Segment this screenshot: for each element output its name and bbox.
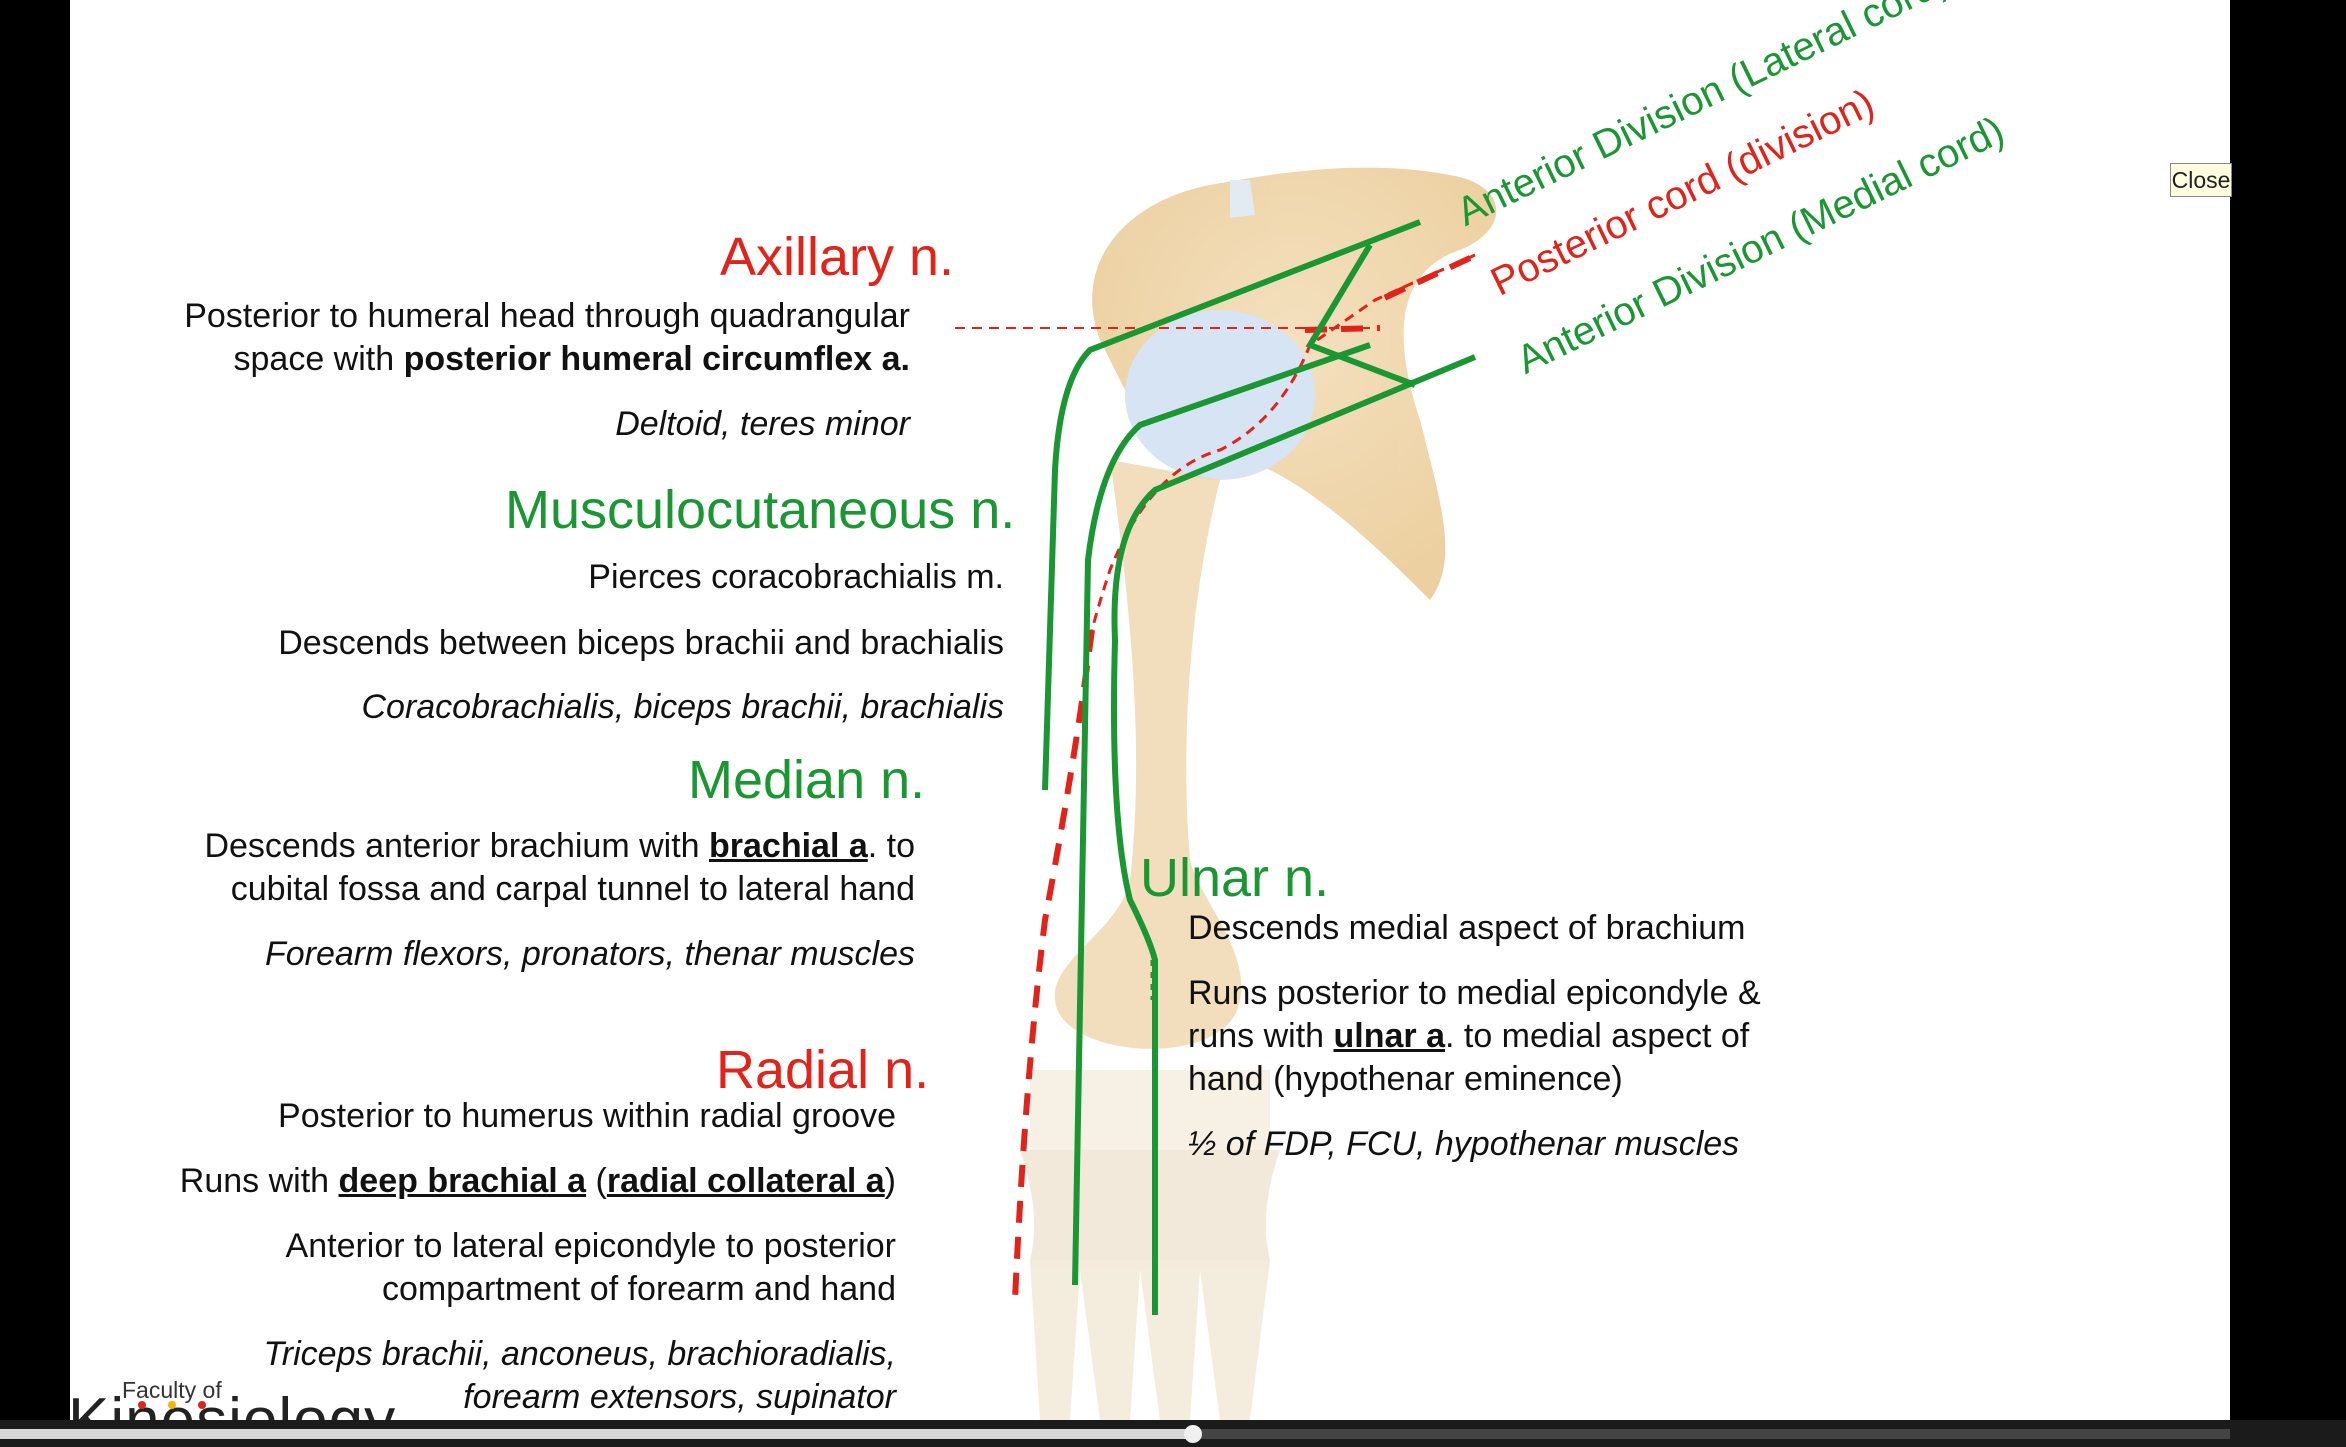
- musculocutaneous-muscles: Coracobrachialis, biceps brachii, brachi…: [361, 688, 1004, 726]
- radial-description-3: Anterior to lateral epicondyle to poster…: [285, 1227, 896, 1265]
- kinesiology-logo-text: Kinesiology: [70, 1385, 396, 1420]
- ulnar-nerve-title: Ulnar n.: [1140, 848, 1330, 908]
- ulnar-description-2: Runs posterior to medial epicondyle &: [1188, 974, 1761, 1012]
- humerus-bone: [1054, 460, 1242, 1049]
- radial-description-1: Posterior to humerus within radial groov…: [278, 1097, 896, 1135]
- radial-nerve-path: [955, 253, 1476, 1301]
- musculocutaneous-nerve-title: Musculocutaneous n.: [505, 480, 1016, 540]
- radial-description-4: compartment of forearm and hand: [381, 1270, 896, 1308]
- close-button[interactable]: Close: [2170, 163, 2232, 197]
- axillary-description-2: space with posterior humeral circumflex …: [233, 340, 911, 378]
- musculocutaneous-description-2: Descends between biceps brachii and brac…: [278, 624, 1004, 662]
- radial-description-2: Runs with deep brachial a (radial collat…: [179, 1162, 896, 1200]
- ulnar-muscles: ½ of FDP, FCU, hypothenar muscles: [1188, 1125, 1740, 1163]
- radial-muscles-2: forearm extensors, supinator: [463, 1378, 896, 1416]
- logo-dots: [138, 1401, 206, 1409]
- axillary-muscles: Deltoid, teres minor: [615, 405, 910, 443]
- median-muscles: Forearm flexors, pronators, thenar muscl…: [264, 935, 915, 973]
- ulnar-description-3: runs with ulnar a. to medial aspect of: [1188, 1017, 1750, 1055]
- faculty-of-label: Faculty of: [122, 1377, 222, 1403]
- radial-nerve-title: Radial n.: [716, 1040, 930, 1100]
- median-description-2: cubital fossa and carpal tunnel to later…: [230, 870, 915, 908]
- median-description-1: Descends anterior brachium with brachial…: [204, 827, 915, 865]
- slide: Axillary n. Posterior to humeral head th…: [70, 0, 2230, 1420]
- axillary-nerve-title: Axillary n.: [720, 227, 955, 287]
- green-nerve-paths: [1042, 219, 1477, 1315]
- musculocutaneous-description-1: Pierces coracobrachialis m.: [588, 558, 1004, 596]
- ulnar-description-1: Descends medial aspect of brachium: [1188, 909, 1746, 947]
- arm-anatomy-illustration: [955, 167, 1497, 1420]
- axillary-description-1: Posterior to humeral head through quadra…: [184, 297, 910, 335]
- ulnar-description-4: hand (hypothenar eminence): [1188, 1060, 1623, 1098]
- radial-muscles-1: Triceps brachii, anconeus, brachioradial…: [263, 1335, 896, 1373]
- median-nerve-title: Median n.: [688, 750, 926, 810]
- seek-thumb[interactable]: [1184, 1425, 1203, 1443]
- seek-progress: [0, 1429, 1194, 1439]
- hand-bones: [1020, 1070, 1280, 1420]
